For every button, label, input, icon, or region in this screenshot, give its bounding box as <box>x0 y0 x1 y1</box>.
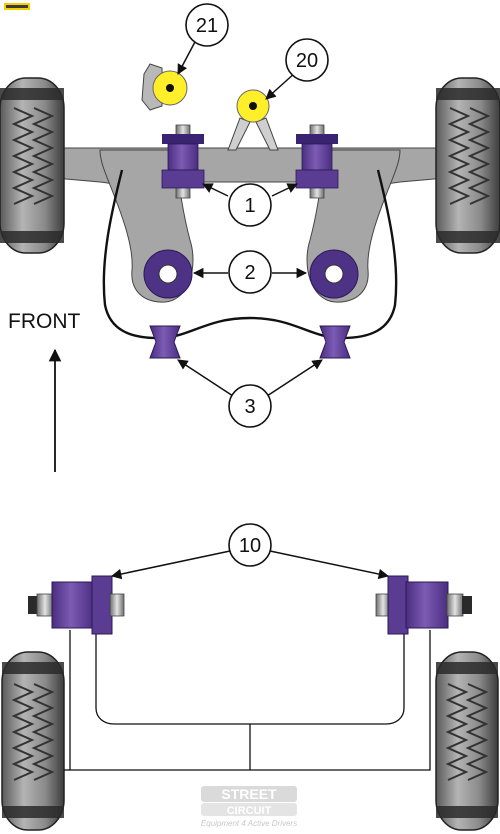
callout-3: 3 <box>228 384 272 428</box>
tyre-upper-left <box>0 77 65 254</box>
bush-20-yellow <box>227 89 279 151</box>
anti-roll-bar <box>102 169 398 340</box>
svg-text:21: 21 <box>196 15 218 37</box>
bush-10-left <box>28 575 125 635</box>
svg-text:2: 2 <box>244 262 255 284</box>
callout-2: 2 <box>228 250 272 294</box>
tyre-lower-right <box>435 651 499 831</box>
svg-text:20: 20 <box>296 50 318 72</box>
upper-assembly: 21 20 1 2 3 <box>0 3 500 428</box>
callout-20: 20 <box>285 38 329 82</box>
lower-subframe-inner <box>95 634 405 725</box>
bush-3-right <box>319 325 351 359</box>
watermark-line2: CIRCUIT <box>227 805 272 817</box>
svg-text:1: 1 <box>244 195 255 217</box>
lower-assembly: 10 <box>1 523 499 831</box>
watermark-tagline: Equipment 4 Active Drivers <box>201 819 297 828</box>
svg-text:3: 3 <box>244 396 255 418</box>
bush-1-right <box>295 124 339 199</box>
callout-21: 21 <box>185 3 229 47</box>
callout-10: 10 <box>228 523 272 567</box>
corner-logo <box>4 3 30 10</box>
svg-text:10: 10 <box>239 535 261 557</box>
callout-1: 1 <box>228 183 272 227</box>
bush-2-right <box>309 249 359 299</box>
bush-1-left <box>161 124 205 199</box>
bush-2-left <box>143 249 193 299</box>
watermark-line1: STREET <box>221 786 277 802</box>
bush-10-right <box>375 575 472 635</box>
front-label: FRONT <box>8 310 80 333</box>
bush-3-left <box>149 325 181 359</box>
tyre-upper-right <box>435 77 500 254</box>
tyre-lower-left <box>1 651 65 831</box>
bush-21-yellow <box>141 63 188 111</box>
front-direction-indicator: FRONT <box>8 310 80 472</box>
street-circuit-watermark: STREET CIRCUIT Equipment 4 Active Driver… <box>201 786 297 828</box>
